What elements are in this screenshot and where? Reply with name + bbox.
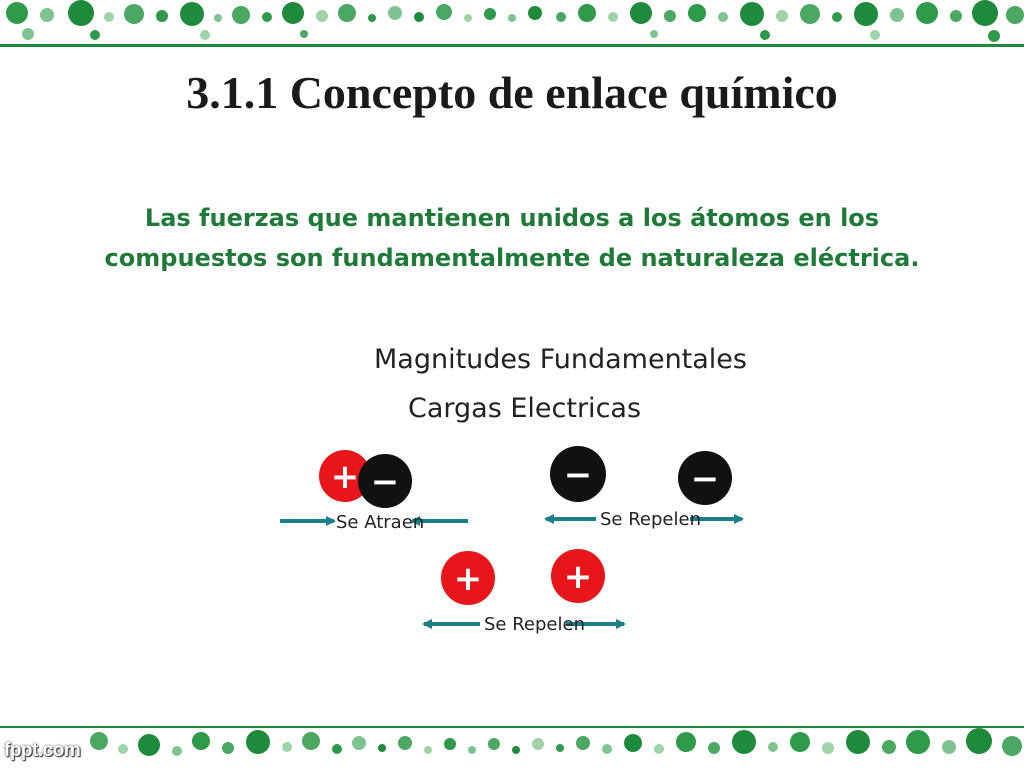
plus-sign: + — [331, 457, 360, 497]
subtitle-line-1: Las fuerzas que mantienen unidos a los á… — [144, 204, 880, 232]
top-dot-border — [0, 0, 1024, 48]
plus-sign: + — [454, 559, 483, 599]
plus-sign: + — [564, 557, 593, 597]
figure-heading-2: Cargas Electricas — [408, 393, 641, 424]
subtitle-line-2: compuestos son fundamentalmente de natur… — [104, 244, 920, 272]
positive-charge-circle — [441, 551, 495, 605]
negative-charge-circle — [678, 451, 732, 505]
repel-label-bottom: Se Repelen — [484, 614, 585, 635]
repel-label-top: Se Repelen — [600, 509, 701, 530]
fppt-logo[interactable]: fppt.com — [4, 740, 81, 761]
minus-sign: − — [691, 459, 720, 499]
electric-charges-diagram: Magnitudes Fundamentales Cargas Electric… — [280, 344, 747, 635]
positive-charge-circle — [319, 450, 371, 502]
positive-charge-circle — [551, 549, 605, 603]
figure-heading-1: Magnitudes Fundamentales — [374, 344, 747, 375]
slide-subtitle: Las fuerzas que mantienen unidos a los á… — [70, 198, 954, 278]
top-rule — [0, 44, 1024, 47]
bottom-rule — [0, 726, 1024, 728]
attract-label: Se Atraen — [336, 512, 424, 533]
minus-sign: − — [564, 455, 593, 495]
bottom-dot-border — [0, 724, 1024, 772]
slide-title: 3.1.1 Concepto de enlace químico — [186, 67, 838, 118]
minus-sign: − — [371, 462, 400, 502]
negative-charge-circle — [550, 446, 606, 502]
negative-charge-circle — [358, 454, 412, 508]
